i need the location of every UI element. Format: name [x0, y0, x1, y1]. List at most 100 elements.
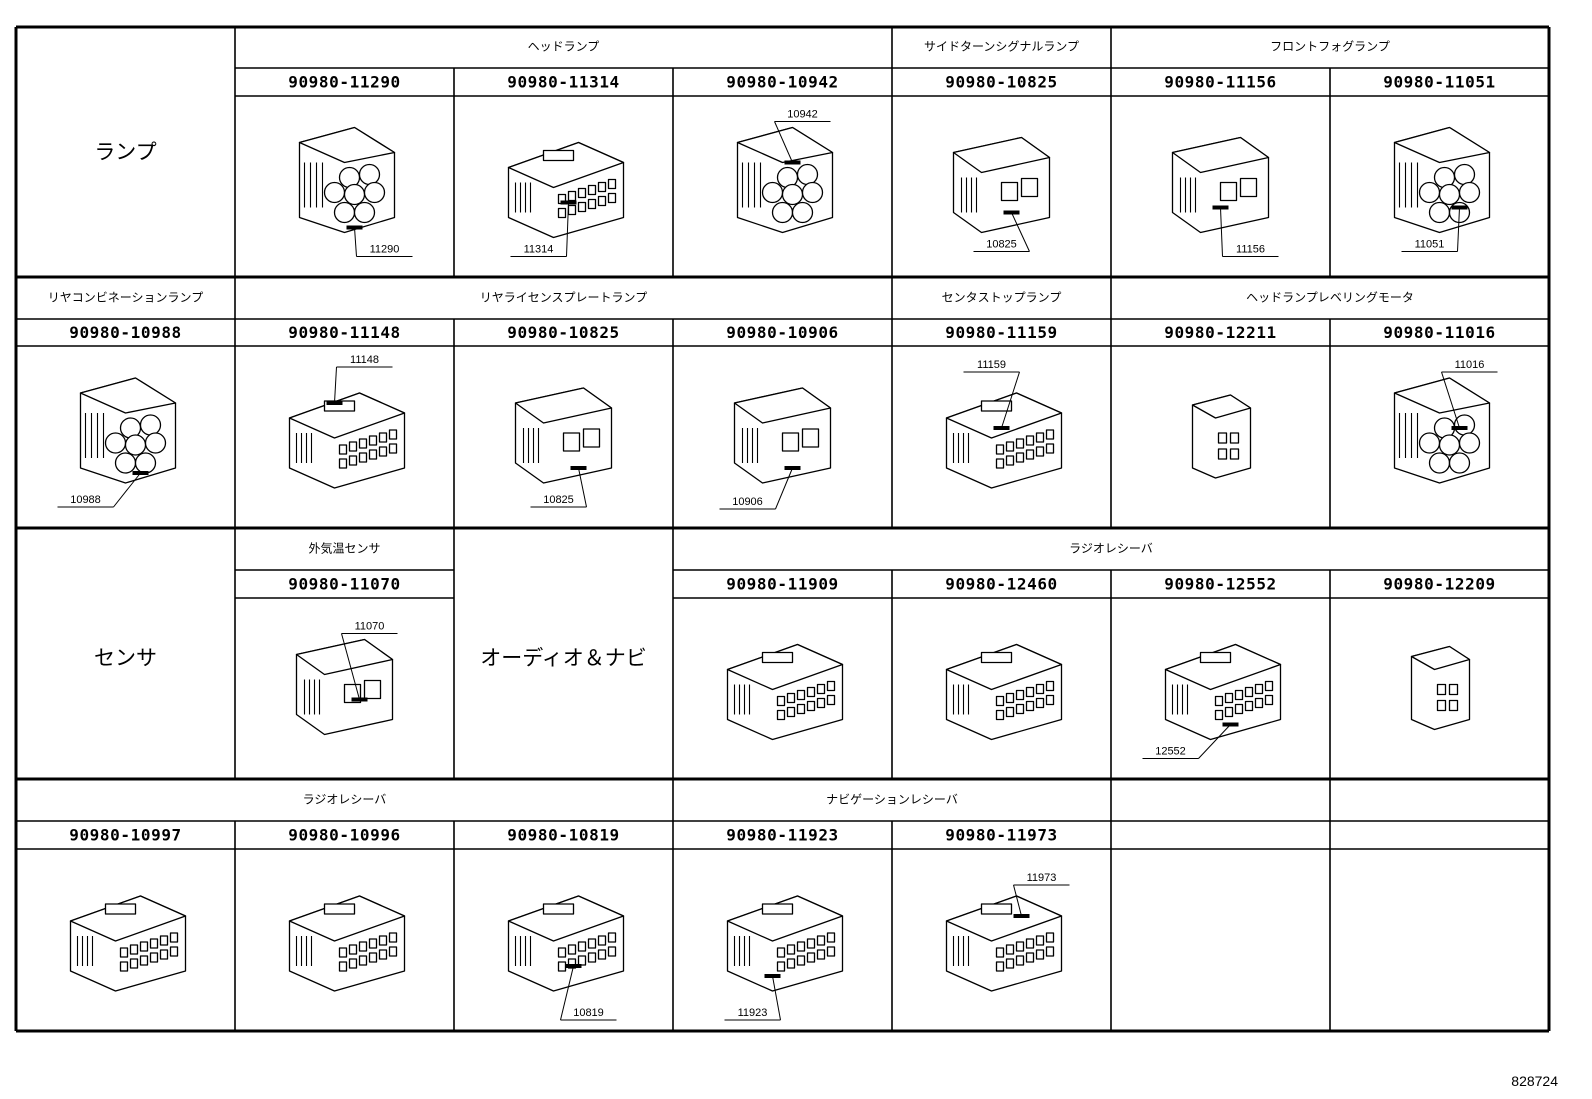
connector-drawing	[507, 895, 625, 992]
part-number: 90980-10988	[69, 323, 182, 342]
connector-drawing	[288, 895, 406, 992]
category-label: リヤコンビネーションランプ	[48, 291, 203, 305]
callout-leader	[775, 467, 793, 510]
id-mark	[1003, 210, 1020, 215]
part-number: 90980-11973	[945, 826, 1058, 845]
callout-number: 10906	[732, 496, 763, 508]
part-number: 90980-11051	[1383, 73, 1496, 92]
part-number: 90980-11156	[1164, 73, 1277, 92]
part-number: 90980-12211	[1164, 323, 1277, 342]
connector-drawing	[945, 392, 1063, 489]
id-mark	[1451, 426, 1468, 430]
callout-number: 10825	[986, 239, 1017, 251]
connector-drawing	[1171, 136, 1270, 234]
part-number: 90980-10942	[726, 73, 839, 92]
id-mark	[565, 964, 582, 968]
id-mark	[764, 974, 781, 978]
connector-drawing	[945, 643, 1063, 741]
callout-leader	[1013, 884, 1022, 917]
part-number: 90980-12209	[1383, 575, 1496, 594]
part-number: 90980-10906	[726, 323, 839, 342]
part-number: 90980-11159	[945, 323, 1058, 342]
connector-drawing	[1191, 394, 1252, 479]
connector-drawing	[1410, 645, 1471, 731]
id-mark	[1212, 205, 1229, 210]
callout-leader	[578, 467, 587, 508]
part-number: 90980-10819	[507, 826, 620, 845]
id-mark	[1222, 722, 1239, 727]
part-number: 90980-10996	[288, 826, 401, 845]
callout-number: 11016	[1455, 359, 1485, 371]
category-label: フロントフォグランプ	[1270, 40, 1390, 54]
id-mark	[993, 426, 1010, 430]
category-label: ラジオレシーバ	[303, 793, 387, 807]
callout-number: 11070	[355, 621, 385, 633]
category-label: リヤライセンスプレートランプ	[480, 291, 647, 305]
connector-drawing	[79, 377, 177, 484]
id-mark	[784, 160, 801, 165]
callout-leader	[774, 121, 793, 163]
connector-drawing	[1164, 643, 1282, 741]
callout-number: 11314	[524, 244, 554, 256]
connector-drawing	[736, 126, 834, 234]
callout-leader	[354, 227, 357, 257]
callout-leader	[1011, 212, 1030, 252]
callout-number: 10825	[543, 494, 574, 506]
id-mark	[326, 401, 343, 405]
callout-number: 10988	[70, 494, 101, 506]
callout-leader	[1457, 207, 1460, 252]
id-mark	[1451, 205, 1468, 210]
category-label: サイドターンシグナルランプ	[924, 40, 1079, 54]
category-label: ナビゲーションレシーバ	[826, 793, 958, 807]
part-number: 90980-11290	[288, 73, 401, 92]
category-label: ヘッドランプレベリングモータ	[1246, 291, 1414, 305]
category-label: 外気温センサ	[308, 541, 380, 556]
callout-number: 11159	[977, 359, 1006, 371]
audio-navi-label: オーディオ＆ナビ	[480, 646, 647, 670]
part-number: 90980-11148	[288, 323, 401, 342]
callout-leader	[341, 633, 360, 700]
callout-leader	[1001, 371, 1020, 429]
connector-drawing	[952, 136, 1051, 234]
category-label: ヘッドランプ	[528, 40, 600, 54]
part-number: 90980-12460	[945, 575, 1058, 594]
diagram-id: 828724	[1511, 1073, 1558, 1089]
connector-drawing	[507, 141, 625, 239]
connector-drawing	[295, 638, 394, 736]
callout-leader	[560, 965, 574, 1021]
part-number: 90980-11070	[288, 575, 401, 594]
connector-drawing	[726, 895, 844, 992]
part-number: 90980-11923	[726, 826, 839, 845]
category-label: センタストップランプ	[942, 291, 1062, 305]
callout-leader	[1198, 724, 1231, 759]
connector-drawing	[514, 387, 613, 484]
row-label-sensor: センサ	[94, 646, 157, 670]
callout-number: 11973	[1027, 872, 1057, 884]
callout-number: 11923	[738, 1007, 768, 1019]
id-mark	[560, 200, 577, 205]
connector-drawing	[945, 895, 1063, 992]
connector-drawing	[1393, 126, 1491, 234]
connector-drawing	[69, 895, 187, 992]
id-mark	[1013, 914, 1030, 918]
part-number: 90980-10825	[507, 323, 620, 342]
part-number: 90980-11314	[507, 73, 620, 92]
connector-drawing	[288, 392, 406, 489]
callout-leader	[1441, 371, 1460, 429]
id-mark	[132, 471, 149, 475]
callout-leader	[113, 472, 141, 508]
callout-number: 11148	[350, 354, 379, 366]
callout-leader	[1220, 207, 1223, 257]
callout-number: 11051	[1415, 239, 1445, 251]
id-mark	[570, 466, 587, 470]
id-mark	[784, 466, 801, 470]
callout-leader	[334, 366, 337, 404]
callout-leader	[566, 202, 569, 257]
connector-drawing	[298, 126, 396, 234]
callout-number: 10942	[787, 109, 818, 121]
part-number: 90980-11016	[1383, 323, 1496, 342]
callout-number: 11290	[370, 244, 400, 256]
id-mark	[351, 697, 368, 702]
part-number: 90980-10997	[69, 826, 182, 845]
